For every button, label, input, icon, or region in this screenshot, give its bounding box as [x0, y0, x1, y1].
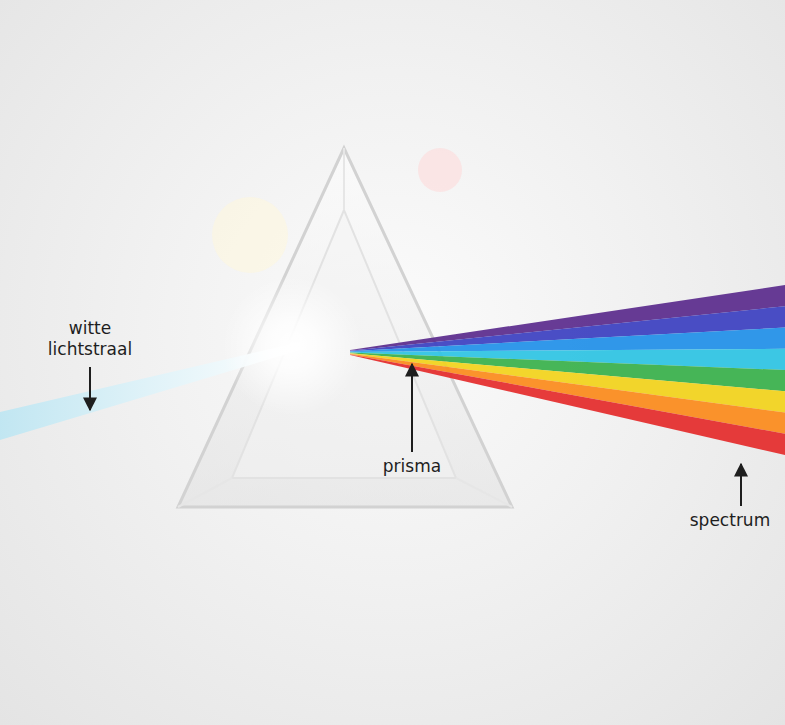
prism-edge [456, 478, 512, 507]
spectrum-band [350, 306, 785, 351]
part-label: witte lichtstraal [35, 318, 145, 360]
lens-flare [418, 148, 462, 192]
spectrum-band [350, 328, 785, 352]
leader-arrow [740, 464, 742, 506]
light-glow [222, 276, 362, 416]
spectrum-band [350, 354, 785, 434]
part-label: spectrum [680, 510, 780, 531]
part-label: prisma [362, 456, 462, 477]
spectrum-beam [350, 285, 785, 455]
lens-flare [212, 197, 288, 273]
prism-edge [343, 148, 345, 210]
prism-outer [178, 148, 512, 507]
spectrum-band [350, 354, 785, 455]
prism-edge [178, 478, 232, 507]
leader-arrow [411, 364, 413, 452]
leader-arrow [89, 367, 91, 410]
